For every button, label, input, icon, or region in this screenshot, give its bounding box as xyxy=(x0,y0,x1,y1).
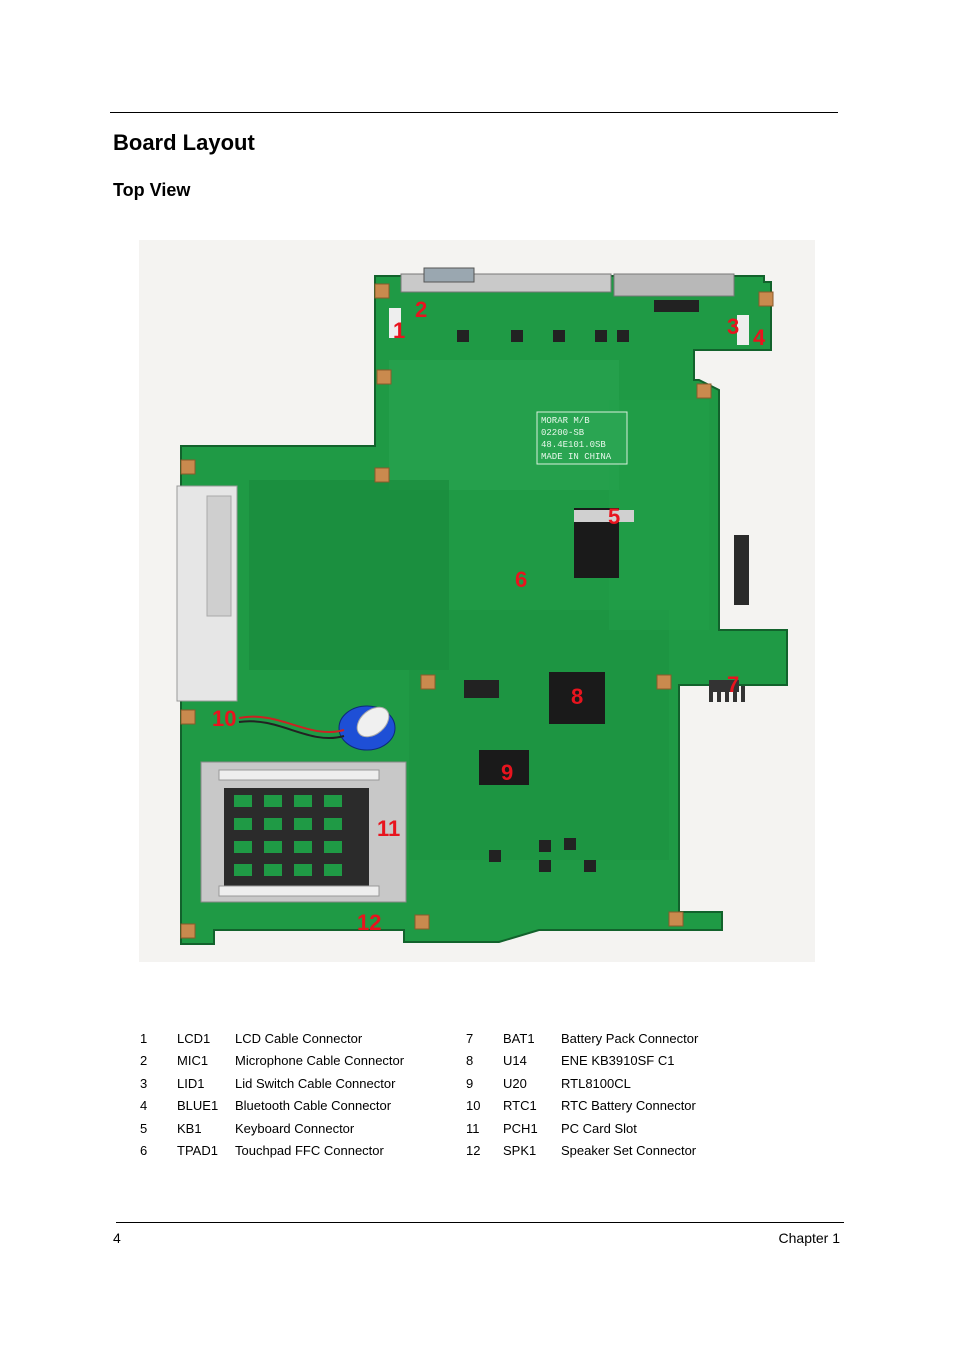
legend-num: 9 xyxy=(466,1075,474,1091)
callout-2: 2 xyxy=(415,297,427,322)
legend-ref: MIC1 xyxy=(177,1053,209,1069)
callout-6: 6 xyxy=(515,567,527,592)
legend-num: 6 xyxy=(140,1142,148,1158)
legend-desc: Keyboard Connector xyxy=(235,1120,355,1136)
chapter-label: Chapter 1 xyxy=(778,1230,840,1246)
legend-ref: U20 xyxy=(503,1075,527,1091)
legend-desc: ENE KB3910SF C1 xyxy=(561,1053,675,1069)
legend-desc: Microphone Cable Connector xyxy=(235,1053,405,1069)
callout-7: 7 xyxy=(727,672,739,697)
silkscreen-line-1: MORAR M/B xyxy=(541,416,590,426)
legend-desc: Battery Pack Connector xyxy=(561,1031,699,1046)
legend-desc: LCD Cable Connector xyxy=(235,1031,363,1046)
legend-num: 2 xyxy=(140,1053,148,1069)
legend-desc: Lid Switch Cable Connector xyxy=(235,1075,396,1091)
footer-rule xyxy=(116,1222,844,1223)
callout-4: 4 xyxy=(753,325,766,350)
legend-ref: LID1 xyxy=(177,1075,205,1091)
callout-1: 1 xyxy=(393,318,405,343)
legend-desc: Speaker Set Connector xyxy=(561,1142,697,1158)
legend-ref: PCH1 xyxy=(503,1120,538,1136)
legend-desc: RTC Battery Connector xyxy=(561,1098,696,1114)
legend-desc: PC Card Slot xyxy=(561,1120,637,1136)
section-title: Top View xyxy=(113,180,191,200)
legend-desc: Bluetooth Cable Connector xyxy=(235,1098,392,1114)
legend-desc: RTL8100CL xyxy=(561,1075,631,1091)
board-illustration: MORAR M/B 02200-SB 48.4E101.0SB MADE IN … xyxy=(176,267,788,945)
legend-num: 11 xyxy=(466,1120,480,1136)
legend-num: 12 xyxy=(466,1142,481,1158)
silkscreen-line-3: 48.4E101.0SB xyxy=(541,440,606,450)
callout-5: 5 xyxy=(608,504,620,529)
callout-11: 11 xyxy=(377,816,400,841)
callout-10: 10 xyxy=(212,706,236,731)
legend-desc: Touchpad FFC Connector xyxy=(235,1142,384,1158)
legend-num: 3 xyxy=(140,1075,148,1091)
callout-8: 8 xyxy=(571,684,583,709)
header-rule xyxy=(110,112,838,113)
legend-num: 5 xyxy=(140,1120,148,1136)
legend-num: 7 xyxy=(466,1031,474,1046)
callout-9: 9 xyxy=(501,760,513,785)
page-number: 4 xyxy=(113,1230,121,1246)
legend-ref: SPK1 xyxy=(503,1142,537,1158)
legend-ref: KB1 xyxy=(177,1120,202,1136)
callout-12: 12 xyxy=(357,910,381,935)
silkscreen-line-2: 02200-SB xyxy=(541,428,585,438)
legend-ref: BLUE1 xyxy=(177,1098,219,1114)
callout-3: 3 xyxy=(727,314,739,339)
page-title: Board Layout xyxy=(113,130,255,155)
legend-ref: TPAD1 xyxy=(177,1142,218,1158)
legend-ref: RTC1 xyxy=(503,1098,537,1114)
legend-ref: U14 xyxy=(503,1053,527,1069)
legend-num: 8 xyxy=(466,1053,474,1069)
legend-num: 4 xyxy=(140,1098,148,1114)
legend-ref: LCD1 xyxy=(177,1031,211,1046)
legend-num: 10 xyxy=(466,1098,481,1114)
legend-num: 1 xyxy=(140,1031,148,1046)
silkscreen-line-4: MADE IN CHINA xyxy=(541,452,612,462)
board-photo: MORAR M/B 02200-SB 48.4E101.0SB MADE IN … xyxy=(139,240,815,962)
legend-ref: BAT1 xyxy=(503,1031,535,1046)
